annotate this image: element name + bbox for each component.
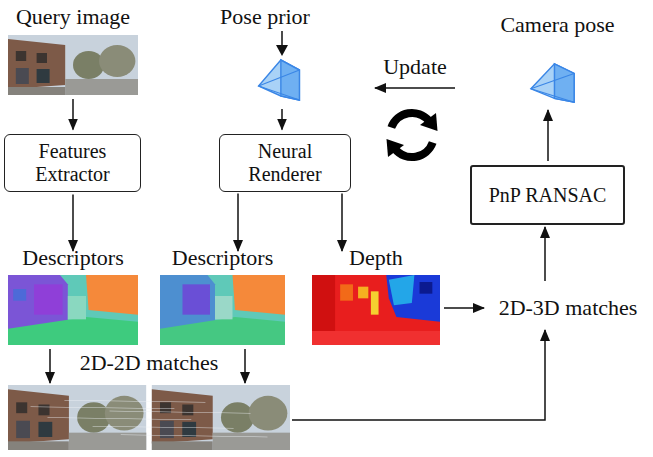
image-heading: Descriptors xyxy=(8,245,138,271)
camera-icon xyxy=(525,60,580,108)
illustration xyxy=(8,35,138,95)
image-node: Query image xyxy=(8,4,138,95)
cycle-icon xyxy=(387,113,438,157)
image-node: Depth xyxy=(312,245,440,345)
box-label: Features Extractor xyxy=(5,140,140,186)
image-node: 2D-2D matches xyxy=(8,350,290,450)
connector xyxy=(49,349,51,383)
connector xyxy=(375,87,455,89)
illustration xyxy=(8,385,290,450)
image-heading: Camera pose xyxy=(495,12,620,38)
text-node: 2D-3D matches xyxy=(488,289,648,327)
process-box: Features Extractor xyxy=(4,134,141,192)
image-heading: Descriptors xyxy=(160,245,285,271)
image-heading: Depth xyxy=(312,245,440,271)
connector xyxy=(237,194,239,252)
descriptor-map xyxy=(8,275,138,345)
image-heading: Pose prior xyxy=(215,4,315,30)
process-box: Neural Renderer xyxy=(219,134,351,192)
process-box: PnP RANSAC xyxy=(470,165,625,225)
image-heading: Query image xyxy=(8,4,138,30)
illustration xyxy=(253,56,305,106)
image-node: Descriptors xyxy=(8,245,138,345)
camera-icon xyxy=(253,56,305,106)
photo xyxy=(8,35,138,95)
connector xyxy=(444,307,484,309)
illustration xyxy=(8,275,138,345)
depth-map xyxy=(312,275,440,345)
connector xyxy=(72,195,74,252)
edge-label: Update xyxy=(381,54,449,80)
prior-arrow xyxy=(276,31,288,56)
node-label: 2D-3D matches xyxy=(499,295,638,321)
image-node: Descriptors xyxy=(160,245,285,345)
illustration xyxy=(312,275,440,345)
connector xyxy=(341,194,343,252)
image-heading: 2D-2D matches xyxy=(8,350,290,376)
box-label: Neural Renderer xyxy=(220,140,350,186)
connector xyxy=(547,110,549,161)
connector xyxy=(72,99,74,130)
pose-node: Pose prior xyxy=(215,4,315,106)
descriptor-map xyxy=(160,275,285,345)
connector xyxy=(544,227,546,281)
pose-node: Camera pose xyxy=(495,12,620,108)
illustration xyxy=(160,275,285,345)
illustration xyxy=(525,60,580,108)
connector xyxy=(281,109,283,130)
box-label: PnP RANSAC xyxy=(483,184,613,207)
connector xyxy=(292,330,545,420)
match-pair xyxy=(8,385,290,450)
connector xyxy=(244,349,246,383)
